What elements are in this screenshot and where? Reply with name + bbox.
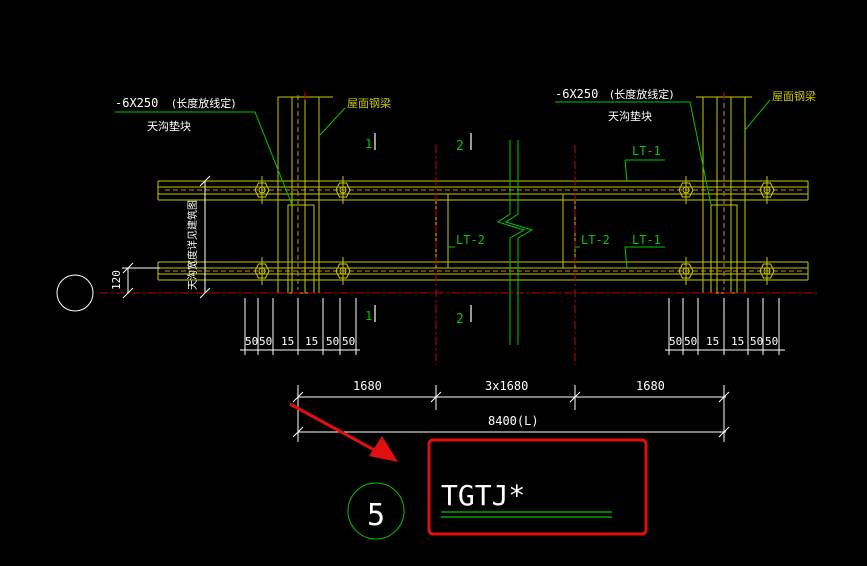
- highlight-box: [427, 438, 648, 536]
- lt2-left-label: LT-2: [456, 233, 485, 247]
- right-callout-label: 天沟垫块: [608, 109, 652, 123]
- lt2-struts: [435, 194, 576, 268]
- right-roof-beam-label: 屋面钢梁: [772, 89, 816, 103]
- right-callout-note: (长度放线定): [610, 87, 674, 101]
- title-underlines: [441, 511, 612, 518]
- dim-left-4: 15: [305, 335, 318, 348]
- left-callout-note: (长度放线定): [172, 96, 236, 110]
- span-right: 1680: [636, 379, 665, 393]
- hidden-lines: [165, 95, 805, 290]
- bolt: [254, 176, 270, 204]
- bolt: [759, 257, 775, 285]
- drawing-text: -6X250 (长度放线定) 天沟垫块 -6X250 (长度放线定) 天沟垫块 …: [110, 87, 816, 428]
- bolt: [254, 257, 270, 285]
- lt1-bottom-label: LT-1: [632, 233, 661, 247]
- detail-circle: [347, 482, 405, 540]
- small-dimension-lines: [240, 298, 785, 355]
- detail-title: TGTJ*: [441, 479, 525, 512]
- span-dimension-lines: [292, 385, 730, 442]
- dim-right-5: 50: [750, 335, 763, 348]
- dim-right-1: 50: [669, 335, 682, 348]
- dim-left-2: 50: [259, 335, 272, 348]
- left-column: [277, 96, 333, 294]
- bolt: [335, 176, 351, 204]
- section-mark-1-bottom: 1: [365, 309, 372, 323]
- axis-bubble: [56, 274, 94, 312]
- span-left: 1680: [353, 379, 382, 393]
- dim-right-4: 15: [731, 335, 744, 348]
- dim-left-3: 15: [281, 335, 294, 348]
- bolt: [759, 176, 775, 204]
- break-line: [496, 140, 534, 345]
- bolt: [335, 257, 351, 285]
- span-total: 8400(L): [488, 414, 539, 428]
- bolts: [254, 176, 775, 285]
- section-mark-2-top: 2: [456, 139, 464, 154]
- center-lines: [100, 92, 820, 365]
- dim-left-6: 50: [342, 335, 355, 348]
- dim-right-2: 50: [684, 335, 697, 348]
- dim-120: 120: [110, 270, 123, 290]
- lt2-right-label: LT-2: [581, 233, 610, 247]
- lt1-top-label: LT-1: [632, 144, 661, 158]
- section-mark-1-top: 1: [365, 137, 372, 151]
- bolt: [678, 257, 694, 285]
- pointer-arrow: [289, 402, 398, 462]
- dim-left-5: 50: [326, 335, 339, 348]
- steel-members: [157, 180, 809, 281]
- dim-right-3: 15: [706, 335, 719, 348]
- dim-left-1: 50: [245, 335, 258, 348]
- vertical-dimension: [122, 175, 211, 299]
- left-callout-label: 天沟垫块: [147, 119, 191, 133]
- span-mid: 3x1680: [485, 379, 528, 393]
- vertical-note: 天沟宽度详见建筑图: [186, 200, 199, 290]
- section-marks: [374, 133, 472, 322]
- leaders: [115, 99, 771, 269]
- section-mark-2-bottom: 2: [456, 312, 464, 327]
- detail-number: 5: [367, 498, 385, 533]
- right-callout-dimension: -6X250: [555, 87, 598, 101]
- left-roof-beam-label: 屋面钢梁: [347, 96, 391, 110]
- dim-right-6: 50: [765, 335, 778, 348]
- bolt: [678, 176, 694, 204]
- left-callout-dimension: -6X250: [115, 96, 158, 110]
